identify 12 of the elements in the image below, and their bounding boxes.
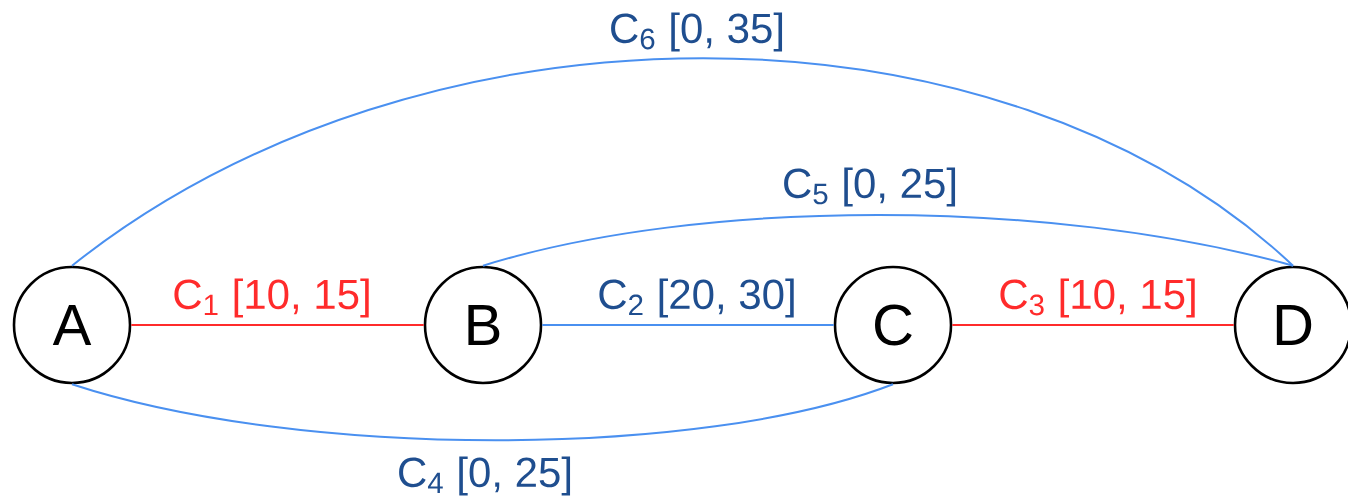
connector-line	[71, 57, 1294, 267]
connector-line	[951, 324, 1235, 326]
connector-line	[71, 383, 894, 442]
connector-line	[482, 213, 1294, 267]
connector-line	[541, 324, 835, 326]
edge-label: C$_{2}$ [20, 30]	[593, 274, 801, 322]
edge-label: C$_{4}$ [0, 25]	[392, 452, 578, 498]
edge-label: C$_{6}$ [0, 35]	[604, 8, 790, 56]
edge-label: C$_{3}$ [10, 15]	[994, 274, 1202, 322]
edge-label: C$_{5}$ [0, 25]	[777, 163, 963, 211]
edge-label: C$_{1}$ [10, 15]	[168, 274, 376, 322]
connector-line	[130, 324, 425, 326]
